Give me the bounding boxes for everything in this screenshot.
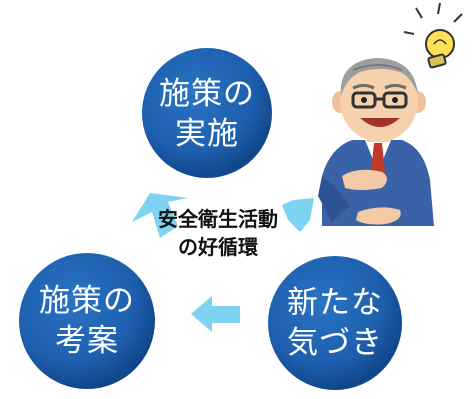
step-label-line1: 施策の <box>159 76 255 112</box>
businessman-illustration <box>318 58 434 226</box>
cycle-arrow-left <box>132 193 188 238</box>
step-label-line2: 考案 <box>55 323 119 359</box>
circle-implementation <box>142 48 272 178</box>
step-label-line2: 実施 <box>175 116 239 152</box>
cycle-arrow-right <box>282 198 314 232</box>
step-label-implementation: 施策の 実施 <box>142 74 272 154</box>
lightbulb-icon <box>403 2 463 69</box>
step-label-line1: 新たな <box>287 285 383 321</box>
cycle-arrow-bottom <box>191 296 240 332</box>
cycle-title-line1: 安全衛生活動 <box>158 207 278 231</box>
step-label-planning: 施策の 考案 <box>22 281 152 361</box>
circle-planning <box>19 253 155 389</box>
step-label-awareness: 新たな 気づき <box>270 283 400 363</box>
circle-awareness <box>268 256 402 390</box>
cycle-title: 安全衛生活動 の好循環 <box>118 205 318 261</box>
step-label-line2: 気づき <box>287 325 383 361</box>
cycle-title-line2: の好循環 <box>178 235 258 259</box>
step-label-line1: 施策の <box>39 283 135 319</box>
